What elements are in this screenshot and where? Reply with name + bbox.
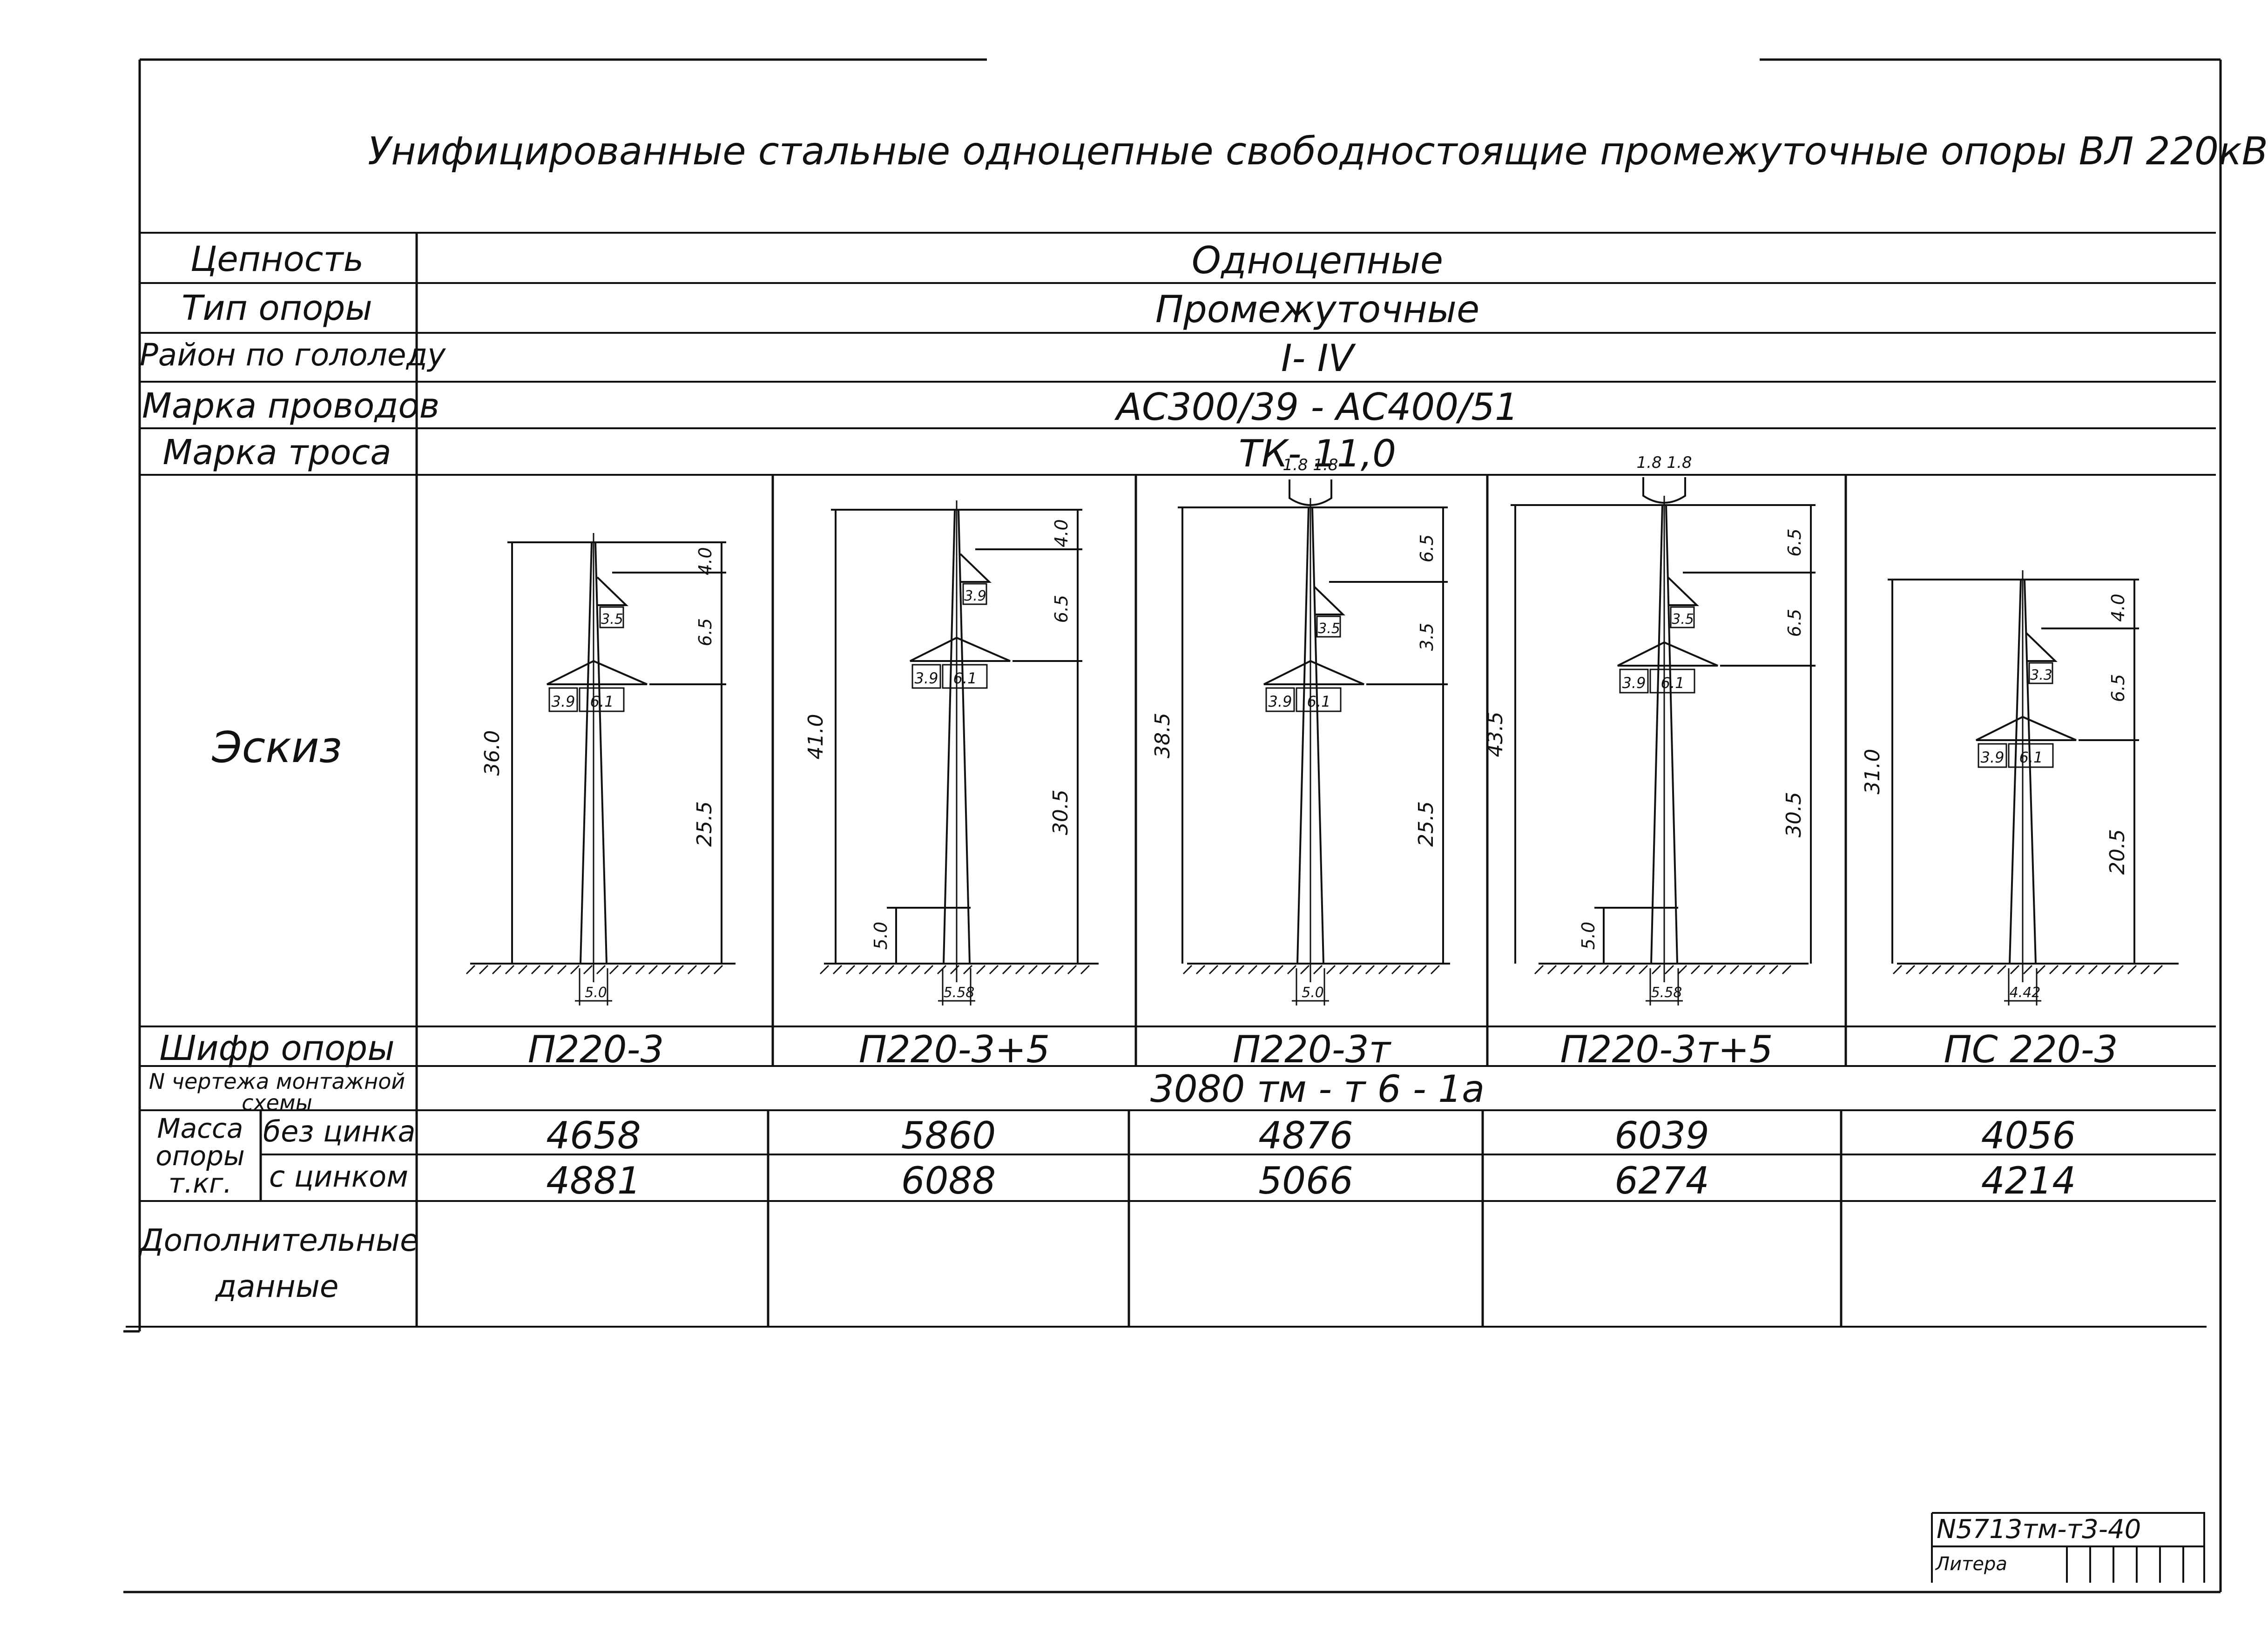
height-total-dim: 43.5 — [1484, 712, 1507, 757]
base-width-dim: 4.42 — [2010, 985, 2041, 1001]
tower-sketch: 3.9 3.9 6.1 41.0 4.0 6.5 30.5 5.58 5.0 — [804, 500, 1099, 1005]
label-extra: Дополнительные данные — [140, 1222, 419, 1304]
height-top-dim: 6.5 — [1417, 534, 1437, 562]
arm-left-dim: 3.9 — [552, 693, 575, 710]
mass-no-zinc: 4056 — [1981, 1114, 2076, 1157]
value-cable: ТК- 11,0 — [1238, 432, 1397, 475]
height-mid-dim: 6.5 — [1784, 609, 1805, 637]
label-no-zinc: без цинка — [263, 1114, 416, 1148]
tower-sketch: 3.5 3.9 6.1 1.8 1.8 38.5 6.5 3.5 25.5 5.0 — [1151, 456, 1450, 1005]
label-mass: Масса опоры т.кг. — [155, 1113, 245, 1200]
label-ice: Район по гололеду — [140, 337, 446, 373]
mass-no-zinc: 5860 — [901, 1114, 996, 1157]
base-width-dim: 5.58 — [944, 985, 975, 1001]
height-low-dim: 25.5 — [1414, 801, 1438, 847]
page-title: Унифицированные стальные одноцепные своб… — [368, 129, 2268, 174]
base-width-dim: 5.58 — [1651, 985, 1682, 1001]
value-circuit: Одноцепные — [1191, 239, 1444, 282]
mass-with-zinc: 5066 — [1258, 1159, 1353, 1202]
peak-dim: 1.8 1.8 — [1637, 453, 1692, 472]
tower-code: ПС 220-3 — [1944, 1028, 2118, 1071]
arm-top-dim: 3.5 — [1318, 621, 1340, 637]
mass-with-zinc: 6088 — [901, 1159, 996, 1202]
tower-sketch: 3.5 3.9 6.1 1.8 1.8 43.5 6.5 6.5 30.5 5.58 5.0 — [1484, 453, 1816, 1005]
height-mid-dim: 3.5 — [1417, 623, 1437, 651]
arm-right-dim: 6.1 — [1661, 674, 1685, 692]
mass-no-zinc: 4658 — [546, 1114, 641, 1157]
arm-left-dim: 3.9 — [1981, 749, 2005, 766]
height-top-dim: 4.0 — [2108, 594, 2128, 621]
extension-dim: 5.0 — [1578, 922, 1599, 950]
stamp-doc-number: N5713тм-т3-40 — [1937, 1514, 2141, 1545]
arm-left-dim: 3.9 — [1622, 674, 1646, 692]
tower-sketch: 3.5 3.9 6.1 36.0 4.0 6.5 25.5 5.0 — [466, 533, 736, 1005]
mass-no-zinc: 6039 — [1614, 1114, 1709, 1157]
height-total-dim: 41.0 — [804, 714, 828, 760]
height-low-dim: 20.5 — [2106, 829, 2129, 875]
height-mid-dim: 6.5 — [695, 618, 716, 646]
height-low-dim: 30.5 — [1782, 792, 1806, 837]
base-width-dim: 5.0 — [585, 985, 607, 1001]
tower-code: П220-3 — [527, 1028, 664, 1071]
value-type: Промежуточные — [1155, 288, 1480, 331]
arm-left-dim: 3.9 — [1269, 693, 1292, 710]
label-drawing: N чертежа монтажной схемы — [148, 1069, 405, 1115]
tower-sketch: 3.3 3.9 6.1 31.0 4.0 6.5 20.5 4.42 — [1861, 570, 2179, 1005]
height-mid-dim: 6.5 — [1051, 595, 1072, 623]
mass-with-zinc: 4881 — [546, 1159, 641, 1202]
extension-dim: 5.0 — [871, 922, 891, 950]
label-code: Шифр опоры — [159, 1028, 395, 1068]
label-type: Тип опоры — [182, 288, 372, 328]
label-circuit: Цепность — [190, 239, 364, 279]
stamp-sheet-label: Литера — [1936, 1553, 2007, 1575]
mass-with-zinc: 6274 — [1614, 1159, 1709, 1202]
arm-left-dim: 3.9 — [915, 669, 938, 687]
height-low-dim: 25.5 — [693, 801, 716, 847]
height-top-dim: 4.0 — [1051, 519, 1072, 547]
mass-with-zinc: 4214 — [1981, 1159, 2076, 1202]
height-total-dim: 31.0 — [1861, 749, 1884, 795]
value-wire: АС300/39 - АС400/51 — [1116, 385, 1519, 429]
peak-dim: 1.8 1.8 — [1283, 456, 1338, 474]
arm-right-dim: 6.1 — [1307, 693, 1331, 710]
arm-top-dim: 3.3 — [2030, 667, 2052, 683]
label-with-zinc: с цинком — [269, 1160, 408, 1194]
arm-right-dim: 6.1 — [2019, 749, 2043, 766]
tower-code: П220-3т — [1232, 1028, 1391, 1071]
tower-code: П220-3т+5 — [1560, 1028, 1773, 1071]
height-mid-dim: 6.5 — [2108, 674, 2128, 702]
arm-right-dim: 6.1 — [953, 669, 977, 687]
height-total-dim: 36.0 — [480, 730, 504, 776]
value-drawing: 3080 тм - т 6 - 1а — [1150, 1067, 1485, 1111]
height-low-dim: 30.5 — [1049, 790, 1073, 835]
arm-top-dim: 3.5 — [1672, 611, 1694, 628]
base-width-dim: 5.0 — [1302, 985, 1324, 1001]
tower-code: П220-3+5 — [858, 1028, 1050, 1071]
height-total-dim: 38.5 — [1151, 713, 1174, 758]
value-ice: I- IV — [1281, 337, 1354, 380]
label-wire: Марка проводов — [142, 386, 440, 426]
label-sketch: Эскиз — [212, 722, 342, 772]
height-top-dim: 4.0 — [695, 547, 716, 575]
mass-no-zinc: 4876 — [1258, 1114, 1353, 1157]
arm-top-dim: 3.9 — [964, 588, 986, 604]
arm-right-dim: 6.1 — [590, 693, 614, 710]
arm-top-dim: 3.5 — [601, 611, 623, 628]
height-top-dim: 6.5 — [1784, 528, 1805, 556]
label-cable: Марка троса — [162, 432, 392, 472]
